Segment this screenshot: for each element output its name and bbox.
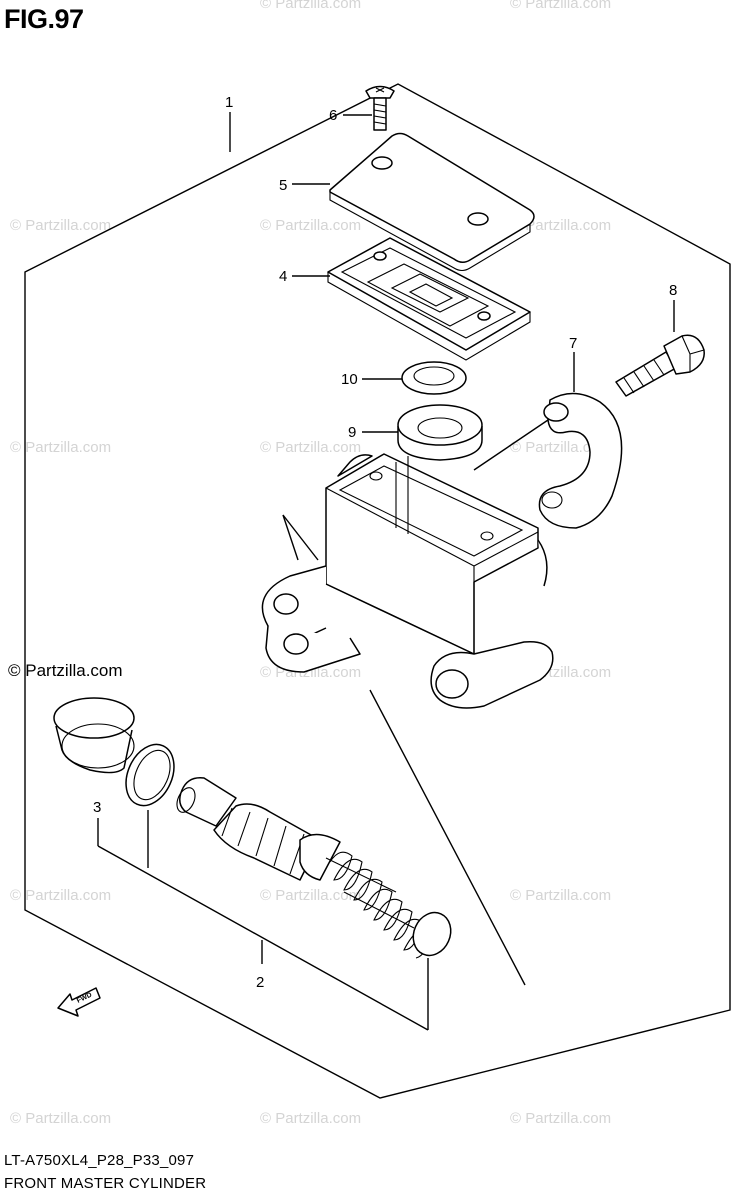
callout-labels: 1 2 3 4 5 6 7 8 9 10 (93, 94, 677, 991)
model-code: LT-A750XL4_P28_P33_097 (4, 1152, 195, 1169)
watermark: © Partzilla.com (260, 1110, 361, 1127)
watermark: © Partzilla.com (510, 439, 611, 456)
watermark: © Partzilla.com (510, 0, 611, 12)
part-9-seal (397, 404, 483, 461)
guide-line (473, 419, 549, 471)
watermark: © Partzilla.com (10, 1110, 111, 1127)
callout-6: 6 (329, 107, 337, 124)
watermark-layer: © Partzilla.com © Partzilla.com © Partzi… (10, 0, 611, 1127)
assembly-outline (24, 83, 731, 1099)
watermark: © Partzilla.com (10, 439, 111, 456)
fwd-arrow-icon: FWD (57, 987, 101, 1017)
callout-10: 10 (341, 371, 358, 388)
watermark: © Partzilla.com (260, 217, 361, 234)
part-3-boot (53, 697, 135, 774)
figure-title: FIG.97 (4, 4, 84, 34)
leader-lines (97, 112, 675, 1031)
callout-5: 5 (279, 177, 287, 194)
callout-9: 9 (348, 424, 356, 441)
watermark: © Partzilla.com (10, 887, 111, 904)
watermark: © Partzilla.com (260, 0, 361, 12)
callout-1: 1 (225, 94, 233, 111)
watermark: © Partzilla.com (510, 887, 611, 904)
watermark: © Partzilla.com (10, 217, 111, 234)
watermark: © Partzilla.com (510, 1110, 611, 1127)
part-7-clamp (538, 392, 623, 529)
watermark: © Partzilla.com (260, 439, 361, 456)
piston-assembly (176, 777, 341, 881)
callout-4: 4 (279, 268, 287, 285)
callout-3: 3 (93, 799, 101, 816)
part-6-screw (365, 85, 395, 131)
callout-7: 7 (569, 335, 577, 352)
callout-2: 2 (256, 974, 264, 991)
master-cylinder-body (261, 453, 554, 709)
guide-line (282, 514, 319, 561)
guide-line (369, 689, 526, 986)
part-8-bolt (615, 334, 705, 397)
part-5-reservoir-cap (329, 132, 535, 272)
spring (325, 851, 452, 959)
callout-8: 8 (669, 282, 677, 299)
partzilla-watermark: © Partzilla.com (8, 661, 123, 680)
watermark: © Partzilla.com (510, 217, 611, 234)
figure-name: FRONT MASTER CYLINDER (4, 1175, 207, 1192)
part-4-diaphragm-plate (327, 237, 531, 361)
circlip (125, 743, 175, 807)
guide-line (282, 514, 299, 561)
part-10-ring (401, 361, 467, 395)
watermark: © Partzilla.com (260, 887, 361, 904)
